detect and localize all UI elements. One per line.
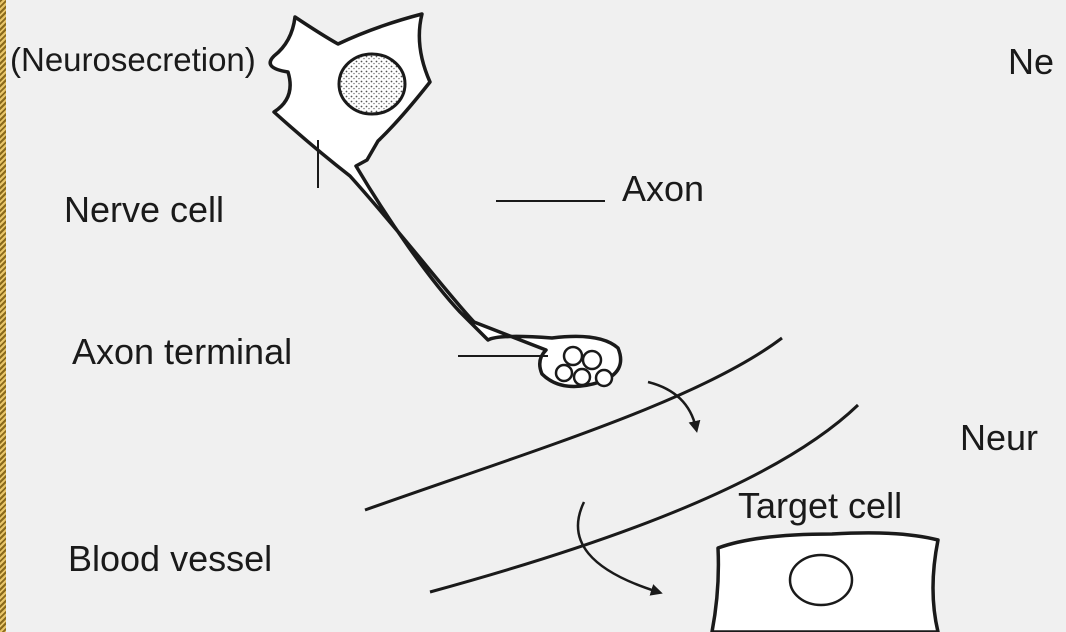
vesicle: [596, 370, 612, 386]
vesicle: [556, 365, 572, 381]
axon-terminal-label: Axon terminal: [72, 334, 292, 370]
nerve-cell-label: Nerve cell: [64, 192, 224, 228]
cut-off-label-top-right: Ne: [1008, 44, 1054, 80]
vesicle: [564, 347, 582, 365]
blood-vessel-label: Blood vessel: [68, 541, 272, 577]
target-cell-label: Target cell: [738, 488, 902, 524]
cut-off-label-right: Neur: [960, 420, 1038, 456]
target-cell-nucleus: [790, 555, 852, 605]
nucleus: [339, 54, 405, 114]
neurosecretion-label: (Neurosecretion): [10, 43, 256, 76]
vesicle: [583, 351, 601, 369]
axon-label: Axon: [622, 171, 704, 207]
vesicle: [574, 369, 590, 385]
hormone-to-target-arrow: [578, 502, 658, 592]
